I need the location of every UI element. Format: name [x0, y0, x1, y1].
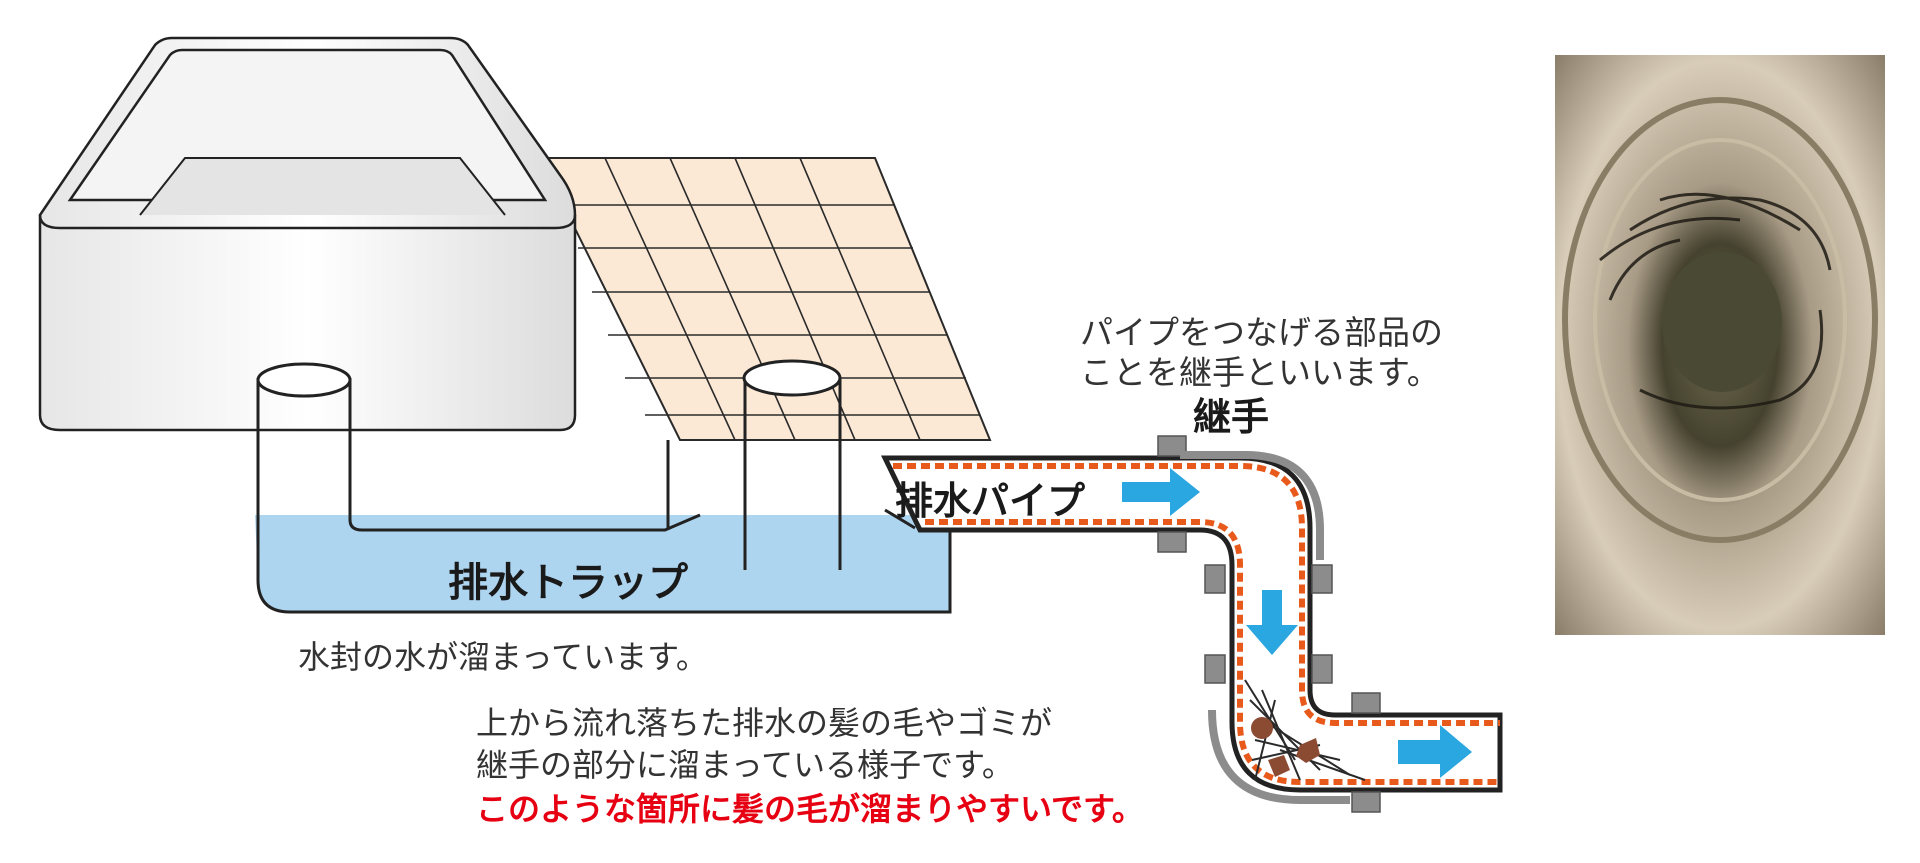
joint-note-line2: ことを継手といいます。 — [1080, 353, 1440, 392]
joint-note-line1: パイプをつなげる部品の — [1080, 313, 1443, 352]
clogged-drain-photo — [1555, 55, 1885, 635]
hair-clog-icon — [1244, 679, 1366, 781]
bathtub — [38, 36, 577, 432]
water-seal-label: 水封の水が溜まっています。 — [298, 638, 708, 676]
joint-label: 継手 — [1193, 395, 1270, 439]
drain-trap-label: 排水トラップ — [448, 560, 688, 606]
caption-line1: 上から流れ落ちた排水の髪の毛やゴミが — [476, 704, 1053, 742]
caption-line2: 継手の部分に溜まっている様子です。 — [476, 746, 1014, 784]
drain-trap — [255, 359, 952, 614]
flow-arrow-icon — [1122, 468, 1472, 778]
drain-pipe-label: 排水パイプ — [895, 479, 1086, 523]
floor-tiles — [538, 157, 992, 441]
caption-emphasis: このような箇所に髪の毛が溜まりやすいです。 — [476, 790, 1144, 828]
